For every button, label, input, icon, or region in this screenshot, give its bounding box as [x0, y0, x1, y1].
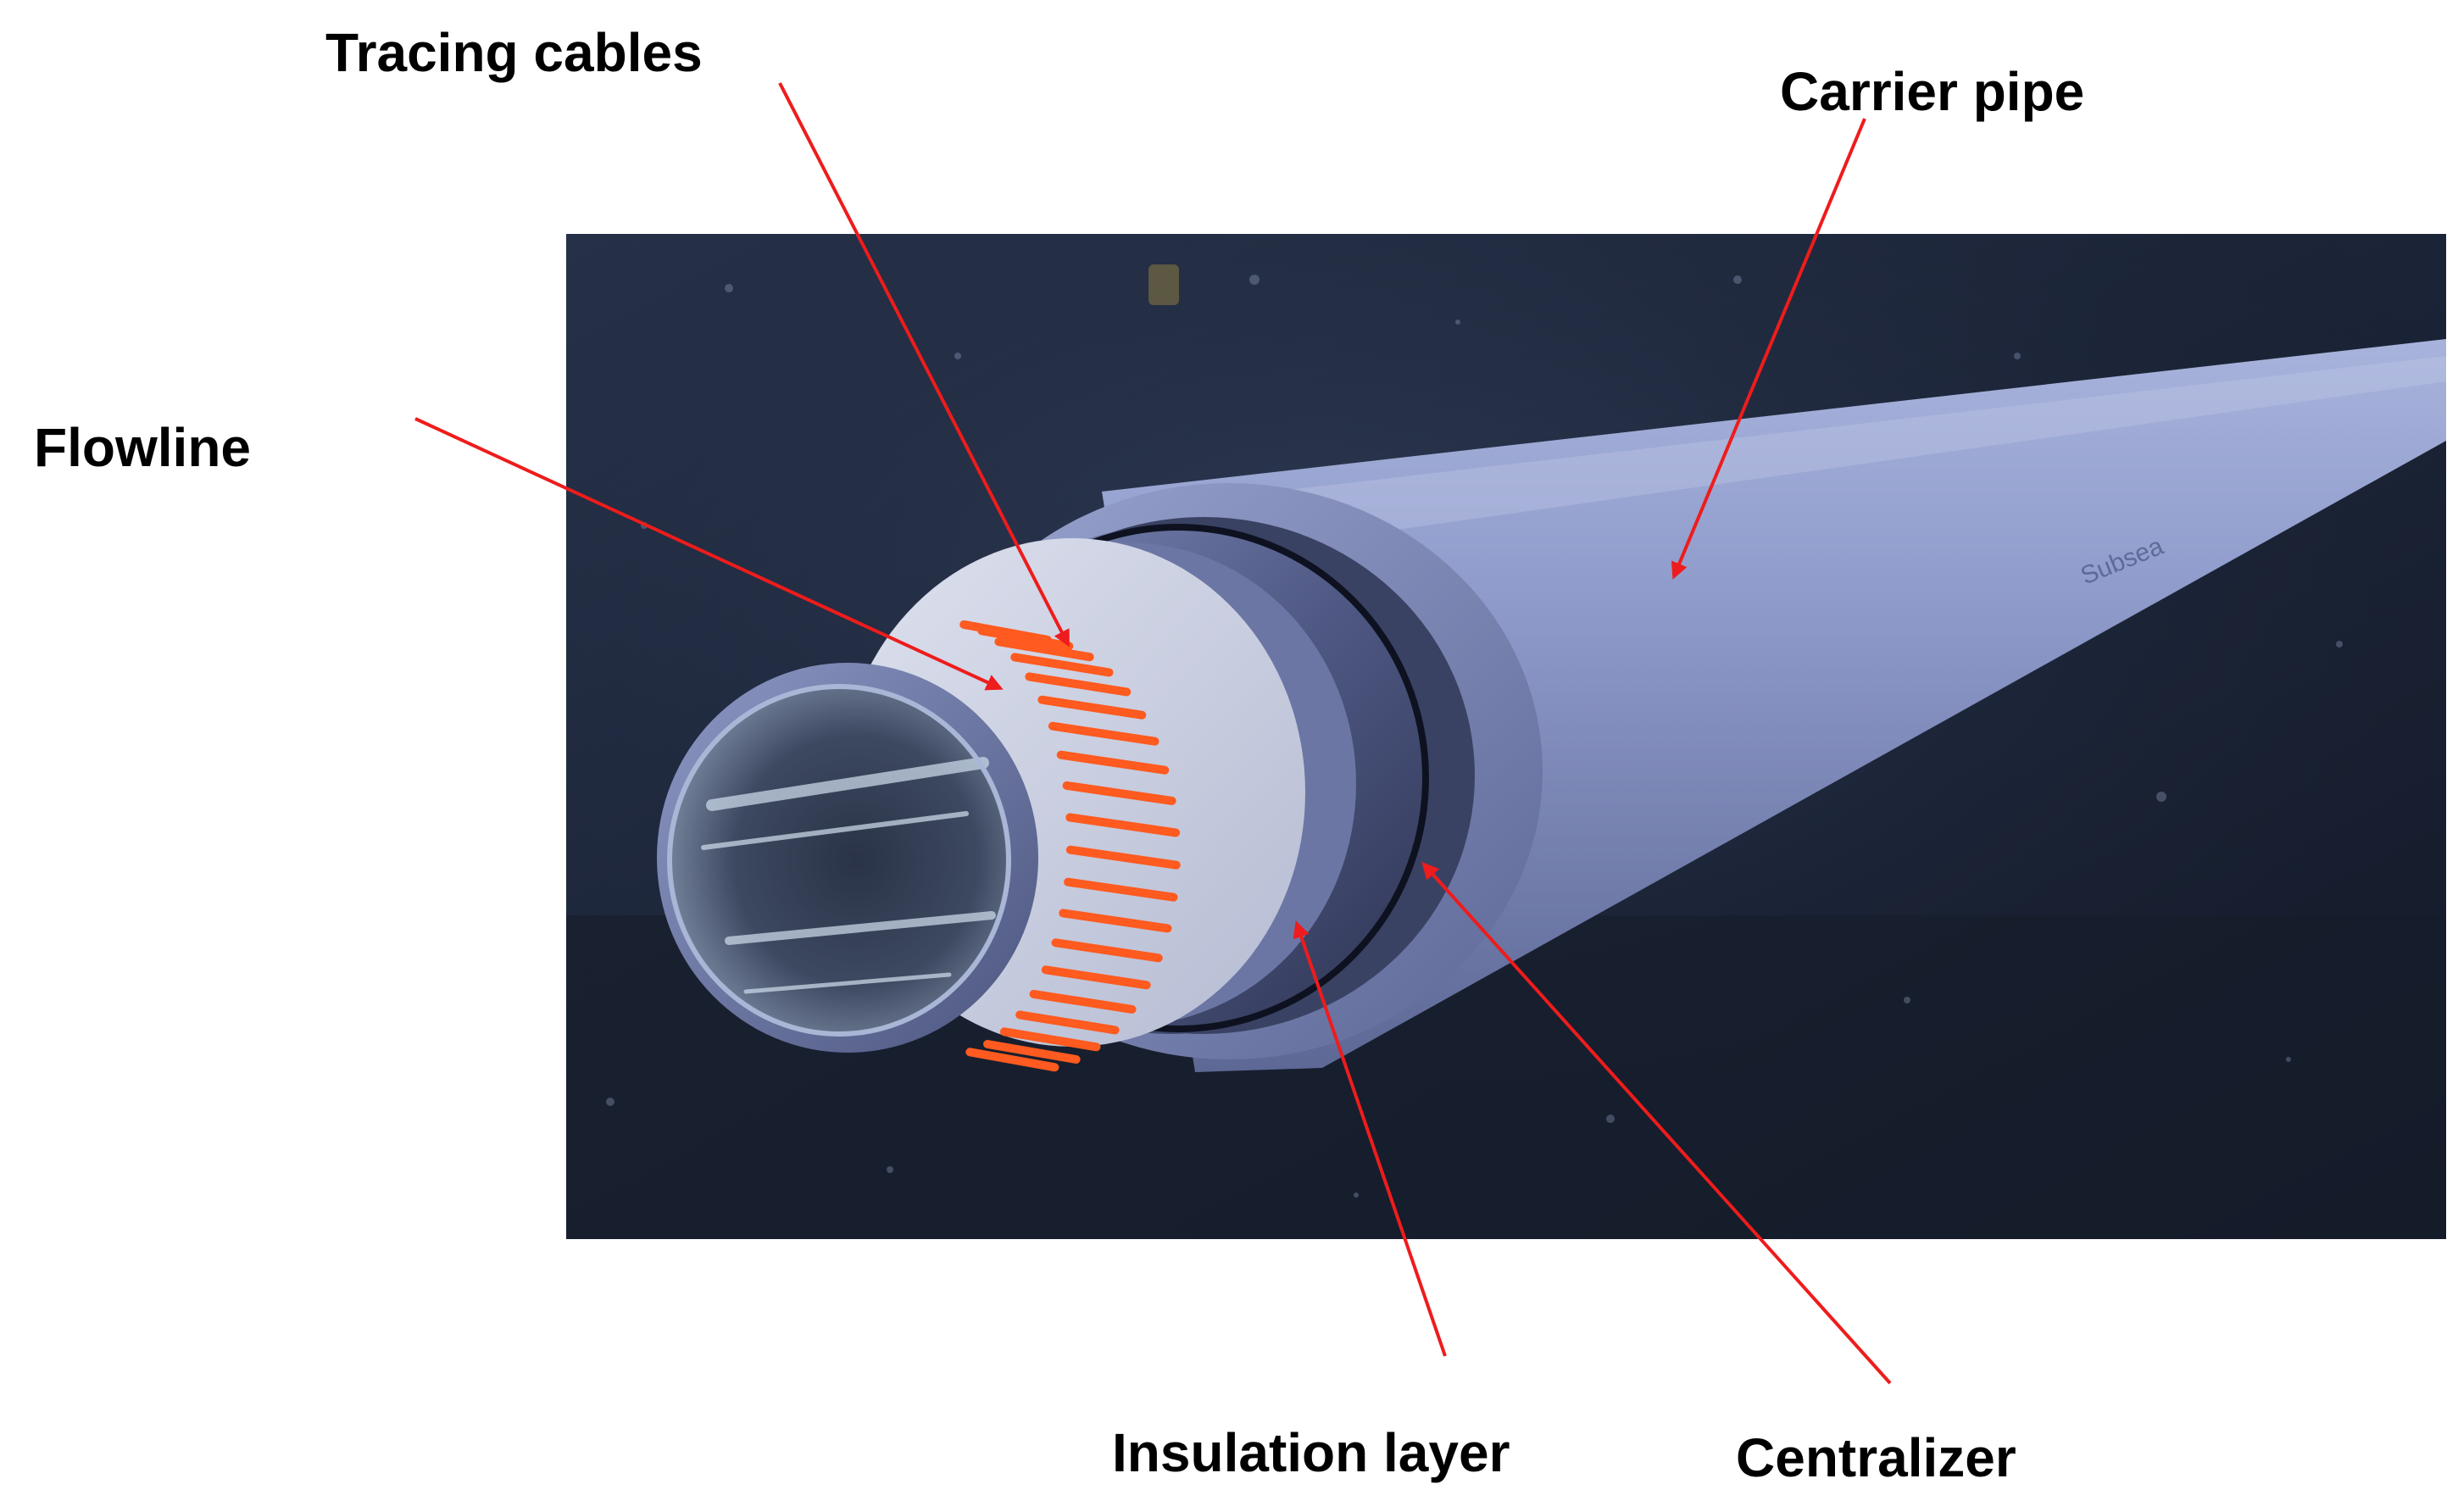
tracing-cable [965, 1048, 1059, 1072]
tracing-cable [1051, 938, 1163, 963]
water-particles [606, 275, 2343, 1198]
tracing-cable [1062, 781, 1176, 805]
label-insulation-layer: Insulation layer [1112, 1422, 1510, 1483]
tracing-cable [1048, 721, 1159, 746]
tracing-cable [1029, 989, 1137, 1014]
label-tracing-cables: Tracing cables [325, 22, 703, 83]
tracing-cable [1041, 965, 1151, 990]
tracing-cable [1025, 672, 1132, 697]
leader-lines [414, 82, 1892, 1385]
tracing-cable [999, 1027, 1101, 1052]
leader-centralizer [1421, 862, 1892, 1385]
distant-object [1148, 264, 1179, 305]
tracing-cable [1065, 813, 1181, 837]
tracing-cable [1015, 1010, 1120, 1035]
flowline-bore-reflections [701, 757, 996, 994]
leader-carrier-pipe [1671, 118, 1866, 580]
tracing-cable [1065, 845, 1181, 870]
tracing-cable [1010, 653, 1114, 677]
label-flowline: Flowline [34, 417, 251, 478]
flowline-rim [667, 684, 1011, 1037]
tracing-cable [1037, 695, 1147, 720]
leader-tracing-cables [778, 82, 1070, 648]
leader-insulation-layer [1293, 920, 1447, 1357]
tracing-cable [1064, 877, 1178, 902]
tracing-cable [1056, 750, 1170, 775]
tracing-cable [983, 1040, 1081, 1064]
label-centralizer: Centralizer [1736, 1427, 2016, 1488]
leader-flowline [414, 417, 1004, 691]
carrier-pipe-highlight [1127, 356, 2446, 559]
label-carrier-pipe: Carrier pipe [1780, 61, 2084, 122]
tracing-cable [1059, 909, 1172, 933]
pipe-photo: Subsea [566, 234, 2446, 1239]
tracing-cable [994, 637, 1094, 662]
tracing-cables [959, 620, 1181, 1072]
